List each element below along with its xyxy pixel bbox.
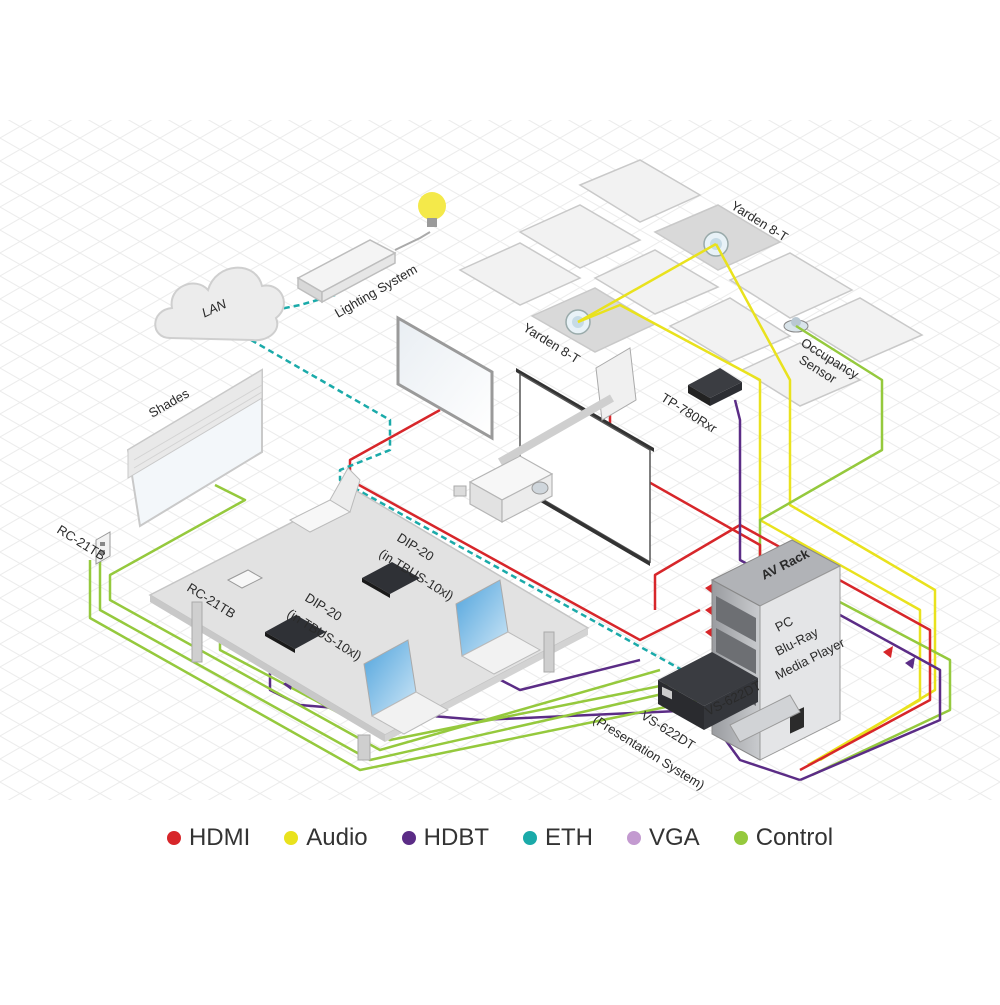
legend-item-eth: ETH: [523, 824, 593, 852]
cable-hdmi-stub: [653, 523, 741, 610]
legend-item-control: Control: [733, 824, 834, 852]
tp780rxr-device: [688, 368, 742, 406]
ceiling-tiles: [458, 159, 924, 407]
cable-control-rc-wall-2: [88, 560, 701, 772]
legend-dot-audio: [284, 831, 299, 845]
vs622dt-device: [658, 652, 801, 743]
legend-label-hdbt: HDBT: [423, 824, 489, 851]
legend-item-vga: VGA: [627, 824, 700, 852]
lighting-system-device: [296, 231, 431, 304]
cable-control-shades: [108, 483, 661, 752]
legend-label-vga: VGA: [649, 824, 700, 851]
cable-legend: HDMI Audio HDBT ETH VGA Control: [0, 818, 1000, 858]
rc21tb-table-keypad: [226, 569, 264, 589]
laptop-icon: [288, 467, 361, 533]
rack-item-pc: PC: [773, 613, 796, 635]
legend-dot-control: [733, 831, 748, 845]
legend-label-audio: Audio: [306, 824, 368, 851]
cloud-icon: [154, 266, 285, 342]
legend-label-control: Control: [755, 824, 834, 851]
projector-icon: [453, 347, 637, 524]
light-bulb-icon: [418, 192, 446, 227]
laptop-icon: [363, 639, 450, 735]
cable-control-occupancy: [758, 324, 952, 777]
cable-audio-speakers: [577, 242, 717, 324]
legend-dot-hdbt: [401, 831, 416, 845]
laptop-icon: [455, 579, 542, 675]
wall-display: [396, 315, 494, 441]
cables: [88, 242, 952, 782]
legend-dot-hdmi: [166, 831, 181, 845]
legend-item-hdbt: HDBT: [401, 824, 489, 852]
cable-eth-rack: [224, 323, 701, 682]
cable-control-rc-wall: [98, 560, 681, 762]
legend-item-hdmi: HDMI: [166, 824, 251, 852]
shades-window: [126, 368, 263, 528]
dip20-device-a: [362, 562, 420, 598]
legend-item-audio: Audio: [284, 824, 368, 852]
legend-dot-eth: [523, 831, 537, 845]
legend-dot-vga: [627, 831, 641, 845]
dip20-device-b: [265, 615, 326, 653]
legend-label-eth: ETH: [545, 824, 593, 851]
rc21tb-wall-keypad: [95, 531, 111, 565]
legend-label-hdmi: HDMI: [188, 824, 251, 851]
